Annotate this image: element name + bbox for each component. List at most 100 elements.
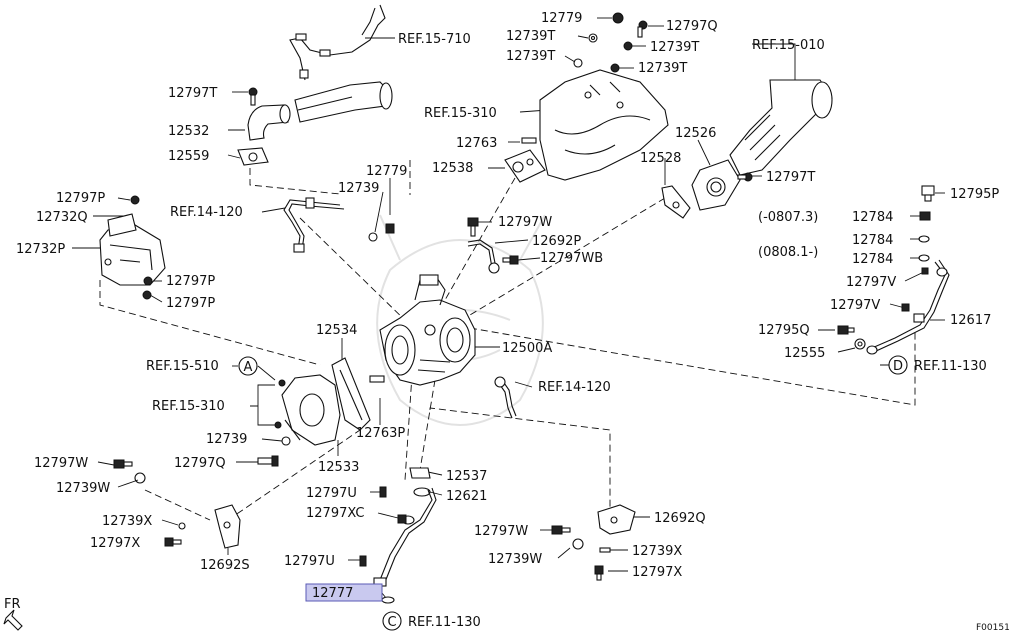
bolt-12797V-a [921,267,929,275]
label-12795Q[interactable]: 12795Q [758,323,810,338]
washer-12739W-right [572,538,584,550]
label-ref15-010[interactable]: REF.15-010 [752,38,825,53]
label-12797P-a[interactable]: 12797P [166,274,215,289]
label-12538[interactable]: 12538 [432,161,473,176]
oil-pipe-top [283,197,345,253]
bolt-12797W-right [551,525,571,535]
label-12797V-a[interactable]: 12797V [846,275,896,290]
label-12739T-d[interactable]: 12739T [638,61,687,76]
label-12797U-a[interactable]: 12797U [306,486,357,501]
label-ref11-130-right[interactable]: REF.11-130 [914,359,987,374]
label-12784-c[interactable]: 12784 [852,252,893,267]
label-12797X-left[interactable]: 12797X [90,536,140,551]
gasket-12559 [237,147,269,166]
label-12797X-right[interactable]: 12797X [632,565,682,580]
label-12797Q-top[interactable]: 12797Q [666,19,718,34]
washer-12739-mid [368,232,378,242]
callout-D-letter: D [893,359,903,374]
label-12797WB[interactable]: 12797WB [540,251,603,266]
bolt-12797X-right [594,565,604,581]
label-fr: FR [4,597,21,612]
label-12763[interactable]: 12763 [456,136,497,151]
manifold-cover [539,69,669,181]
label-12621[interactable]: 12621 [446,489,487,504]
label-12784-b[interactable]: 12784 [852,233,893,248]
label-12739X-left[interactable]: 12739X [102,514,152,529]
label-12559[interactable]: 12559 [168,149,209,164]
label-12797P-top[interactable]: 12797P [56,191,105,206]
gasket-12528 [661,185,691,219]
label-12797T-right[interactable]: 12797T [766,170,815,185]
callout-A: A [238,356,258,376]
label-12537[interactable]: 12537 [446,469,487,484]
label-12732Q[interactable]: 12732Q [36,210,88,225]
label-12692S[interactable]: 12692S [200,558,250,573]
label-12528[interactable]: 12528 [640,151,681,166]
bolt-12797P-b [142,290,152,300]
turbocharger-12500A [379,274,476,386]
label-ref14-120-mid[interactable]: REF.14-120 [538,380,611,395]
bolt-12795Q [837,325,855,335]
label-12777[interactable]: 12777 [312,586,353,601]
label-12617[interactable]: 12617 [950,313,991,328]
label-12797Q-left[interactable]: 12797Q [174,456,226,471]
bolt-12797U-b [359,555,367,567]
bracket-12692S [214,504,241,549]
bolt-12797Q-left [257,455,279,467]
washer-12739T-c [573,58,583,68]
label-12779-mid[interactable]: 12779 [366,164,407,179]
bolt-12797WB [502,255,519,265]
label-ref15-510[interactable]: REF.15-510 [146,359,219,374]
washer-12739X-right [599,547,611,553]
gasket-12534 [331,357,371,431]
stud-12763 [521,137,537,144]
label-12739T-b[interactable]: 12739T [650,40,699,55]
label-12779-top[interactable]: 12779 [541,11,582,26]
washer-12739X-left [178,522,186,530]
label-ref15-710[interactable]: REF.15-710 [398,32,471,47]
highlight-box-12777 [305,583,383,602]
washer-12739-left [281,436,291,446]
label-12795P[interactable]: 12795P [950,187,999,202]
label-12797V-b[interactable]: 12797V [830,298,880,313]
exhaust-housing-12533 [281,374,341,446]
oil-feed-pipe-12617 [866,259,950,355]
label-range-0807: (-0807.3) [758,210,818,225]
label-12797W-right[interactable]: 12797W [474,524,528,539]
label-12739W-left[interactable]: 12739W [56,481,110,496]
label-12797W-left[interactable]: 12797W [34,456,88,471]
label-12739T-c[interactable]: 12739T [506,49,555,64]
label-12784-a[interactable]: 12784 [852,210,893,225]
hose-fitting-12532 [247,104,291,141]
leader-lines [72,17,945,599]
label-12797W-mid[interactable]: 12797W [498,215,552,230]
label-12526[interactable]: 12526 [675,126,716,141]
label-12739X-right[interactable]: 12739X [632,544,682,559]
label-12797P-b[interactable]: 12797P [166,296,215,311]
label-12533[interactable]: 12533 [318,460,359,475]
label-ref15-310-top[interactable]: REF.15-310 [424,106,497,121]
label-12797T-left[interactable]: 12797T [168,86,217,101]
label-12732P[interactable]: 12732P [16,242,65,257]
label-12500A[interactable]: 12500A [502,341,552,356]
label-12532[interactable]: 12532 [168,124,209,139]
label-12739W-right[interactable]: 12739W [488,552,542,567]
label-12797U-b[interactable]: 12797U [284,554,335,569]
wiring-harness [289,4,386,81]
label-12739-left[interactable]: 12739 [206,432,247,447]
washer-12739T-a [588,33,598,43]
bolt-12797P-a [143,276,153,286]
label-12763P[interactable]: 12763P [356,426,405,441]
label-12534[interactable]: 12534 [316,323,357,338]
label-ref15-310-left[interactable]: REF.15-310 [152,399,225,414]
bolt-12797V-b [901,303,910,312]
label-12739T-a[interactable]: 12739T [506,29,555,44]
label-12555[interactable]: 12555 [784,346,825,361]
label-12739-mid[interactable]: 12739 [338,181,379,196]
label-12692Q[interactable]: 12692Q [654,511,706,526]
label-12692P[interactable]: 12692P [532,234,581,249]
nut-12779-mid [385,223,395,234]
label-ref14-120-top[interactable]: REF.14-120 [170,205,243,220]
label-12797XC[interactable]: 12797XC [306,506,364,521]
label-ref11-130-bottom[interactable]: REF.11-130 [408,615,481,630]
